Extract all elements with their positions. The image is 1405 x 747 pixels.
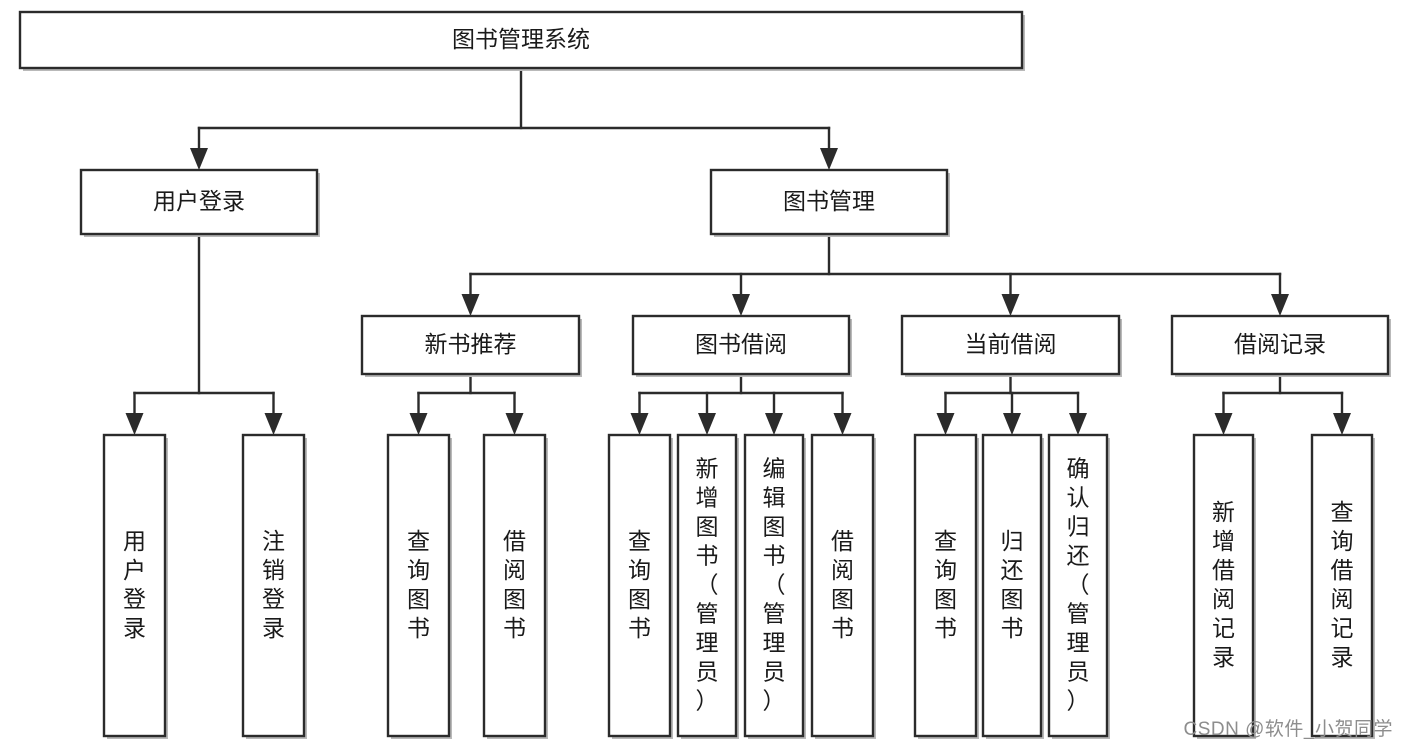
node-leaf_5[interactable]: 新增图书（管理员） [676, 433, 739, 739]
node-leaf_1[interactable]: 注销登录 [241, 433, 307, 739]
node-label: 新增借阅记录 [1212, 499, 1235, 670]
node-l2_2[interactable]: 当前借阅 [900, 314, 1122, 377]
node-rect[interactable] [631, 314, 851, 376]
node-rect[interactable] [810, 433, 875, 738]
node-rect[interactable] [241, 433, 306, 738]
arrow-head-icon [505, 413, 524, 435]
node-label: 当前借阅 [965, 331, 1057, 357]
node-label: 借阅图书 [503, 528, 526, 641]
arrow-head-icon [1003, 413, 1021, 435]
node-root[interactable]: 图书管理系统 [18, 10, 1025, 71]
node-rect[interactable] [482, 433, 547, 738]
node-label: 图书借阅 [695, 331, 787, 357]
node-l1_1[interactable]: 图书管理 [709, 168, 950, 237]
arrow-head-icon [1069, 413, 1087, 435]
node-label: 用户登录 [153, 188, 245, 214]
arrow-head-icon [190, 148, 208, 170]
node-rect[interactable] [709, 168, 949, 236]
node-rect[interactable] [1047, 433, 1109, 738]
connector-layer [125, 66, 1351, 435]
node-label: 注销登录 [262, 528, 285, 641]
node-label: 查询图书 [934, 528, 957, 641]
arrow-head-icon [1271, 294, 1289, 316]
node-label: 借阅记录 [1234, 331, 1326, 357]
node-leaf_7[interactable]: 借阅图书 [810, 433, 876, 739]
arrow-head-icon [264, 413, 283, 435]
node-rect[interactable] [1310, 433, 1374, 738]
arrow-head-icon [820, 148, 838, 170]
node-label: 编辑图书（管理员） [763, 456, 786, 714]
node-label: 查询图书 [407, 528, 430, 641]
arrow-head-icon [409, 413, 428, 435]
arrow-head-icon [732, 294, 750, 316]
node-leaf_4[interactable]: 查询图书 [607, 433, 673, 739]
arrow-head-icon [698, 413, 716, 435]
node-leaf_2[interactable]: 查询图书 [386, 433, 452, 739]
node-rect[interactable] [79, 168, 319, 236]
connector-l2_1 [630, 372, 852, 435]
arrow-head-icon [461, 294, 480, 316]
node-layer: 图书管理系统用户登录图书管理新书推荐图书借阅当前借阅借阅记录用户登录注销登录查询… [18, 10, 1391, 739]
node-rect[interactable] [386, 433, 451, 738]
arrow-head-icon [125, 413, 144, 435]
arrow-head-icon [1001, 294, 1020, 316]
connector-l1_1 [461, 232, 1289, 316]
node-leaf_3[interactable]: 借阅图书 [482, 433, 548, 739]
node-rect[interactable] [981, 433, 1043, 738]
connector-root [190, 66, 838, 170]
connector-l1_0 [125, 232, 283, 435]
node-leaf_8[interactable]: 查询图书 [913, 433, 979, 739]
arrow-head-icon [630, 413, 649, 435]
node-leaf_9[interactable]: 归还图书 [981, 433, 1044, 739]
arrow-head-icon [936, 413, 955, 435]
node-leaf_6[interactable]: 编辑图书（管理员） [743, 433, 806, 739]
arrow-head-icon [1214, 413, 1233, 435]
connector-l2_2 [936, 372, 1087, 435]
node-rect[interactable] [607, 433, 672, 738]
node-leaf_0[interactable]: 用户登录 [102, 433, 168, 739]
arrow-head-icon [765, 413, 783, 435]
connector-l2_3 [1214, 372, 1351, 435]
node-label: 查询借阅记录 [1331, 499, 1354, 670]
node-rect[interactable] [102, 433, 167, 738]
node-l2_0[interactable]: 新书推荐 [360, 314, 582, 377]
node-label: 确认归还（管理员） [1067, 456, 1090, 714]
node-label: 新增图书（管理员） [696, 456, 719, 714]
node-leaf_12[interactable]: 查询借阅记录 [1310, 433, 1375, 739]
node-leaf_10[interactable]: 确认归还（管理员） [1047, 433, 1110, 739]
node-label: 归还图书 [1001, 528, 1024, 641]
arrow-head-icon [833, 413, 852, 435]
node-leaf_11[interactable]: 新增借阅记录 [1192, 433, 1256, 739]
node-rect[interactable] [1192, 433, 1255, 738]
arrow-head-icon [1333, 413, 1351, 435]
node-l2_3[interactable]: 借阅记录 [1170, 314, 1391, 377]
node-rect[interactable] [360, 314, 581, 376]
node-label: 查询图书 [628, 528, 651, 641]
node-label: 图书管理 [783, 188, 875, 214]
node-label: 图书管理系统 [452, 26, 590, 52]
node-l1_0[interactable]: 用户登录 [79, 168, 320, 237]
node-rect[interactable] [1170, 314, 1390, 376]
node-label: 新书推荐 [425, 331, 517, 357]
connector-l2_0 [409, 372, 524, 435]
node-rect[interactable] [913, 433, 978, 738]
node-rect[interactable] [900, 314, 1121, 376]
node-rect[interactable] [18, 10, 1024, 70]
node-label: 用户登录 [123, 528, 146, 641]
node-rect[interactable] [743, 433, 805, 738]
node-rect[interactable] [676, 433, 738, 738]
node-label: 借阅图书 [831, 528, 854, 641]
node-l2_1[interactable]: 图书借阅 [631, 314, 852, 377]
